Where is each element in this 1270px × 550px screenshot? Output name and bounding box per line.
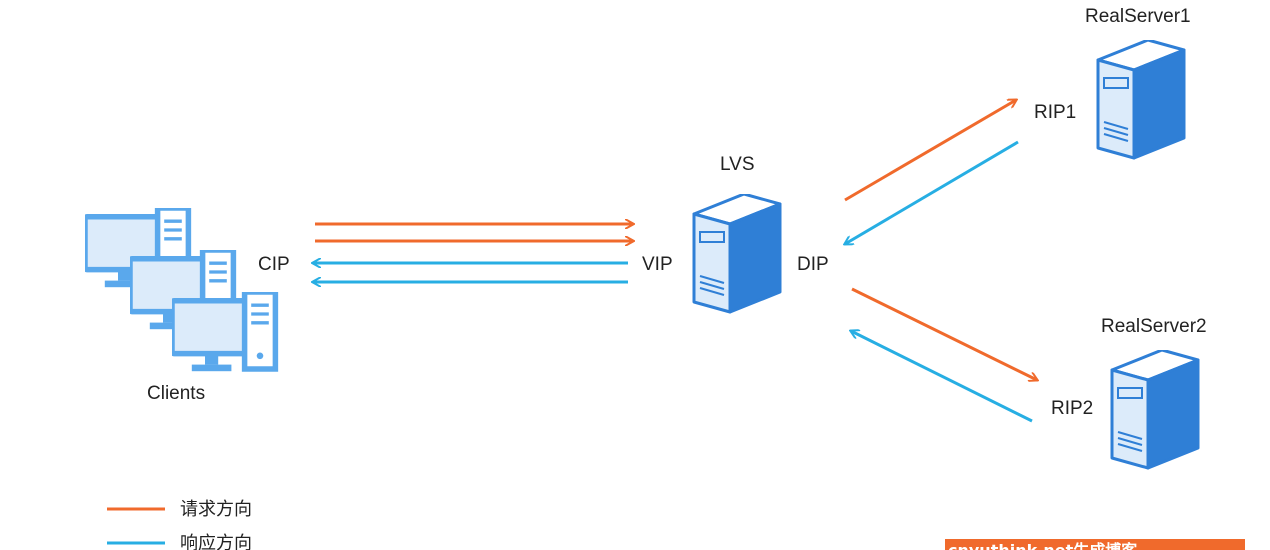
legend-response-label: 响应方向 xyxy=(180,533,252,550)
lvs-node: LVS VIP DIP xyxy=(642,154,829,314)
server-icon xyxy=(1096,40,1186,160)
realserver2-node: RealServer2 RIP2 xyxy=(1051,316,1207,470)
response-arrow xyxy=(851,331,1033,423)
realserver1-label: RealServer1 xyxy=(1085,6,1191,27)
request-arrow xyxy=(851,287,1037,380)
vip-label: VIP xyxy=(642,254,673,275)
response-arrow xyxy=(845,140,1019,244)
legend-request-label: 请求方向 xyxy=(180,499,252,520)
server-icon xyxy=(692,194,782,314)
lvs-label: LVS xyxy=(720,154,755,175)
watermark-text: cnyuthink.net生成博客 xyxy=(948,541,1138,550)
realserver2-label: RealServer2 xyxy=(1101,316,1207,337)
server-icon xyxy=(1110,350,1200,470)
legend: 请求方向 响应方向 xyxy=(107,499,252,550)
watermark: cnyuthink.net生成博客 xyxy=(945,539,1245,550)
clients-node: Clients CIP xyxy=(85,208,290,404)
cip-label: CIP xyxy=(258,254,290,275)
rip2-label: RIP2 xyxy=(1051,398,1093,419)
request-arrow xyxy=(844,100,1016,202)
dip-label: DIP xyxy=(797,254,829,275)
clients-label: Clients xyxy=(147,383,205,404)
computer-icon xyxy=(85,208,275,371)
realserver1-node: RealServer1 RIP1 xyxy=(1034,6,1191,160)
rip1-label: RIP1 xyxy=(1034,102,1076,123)
